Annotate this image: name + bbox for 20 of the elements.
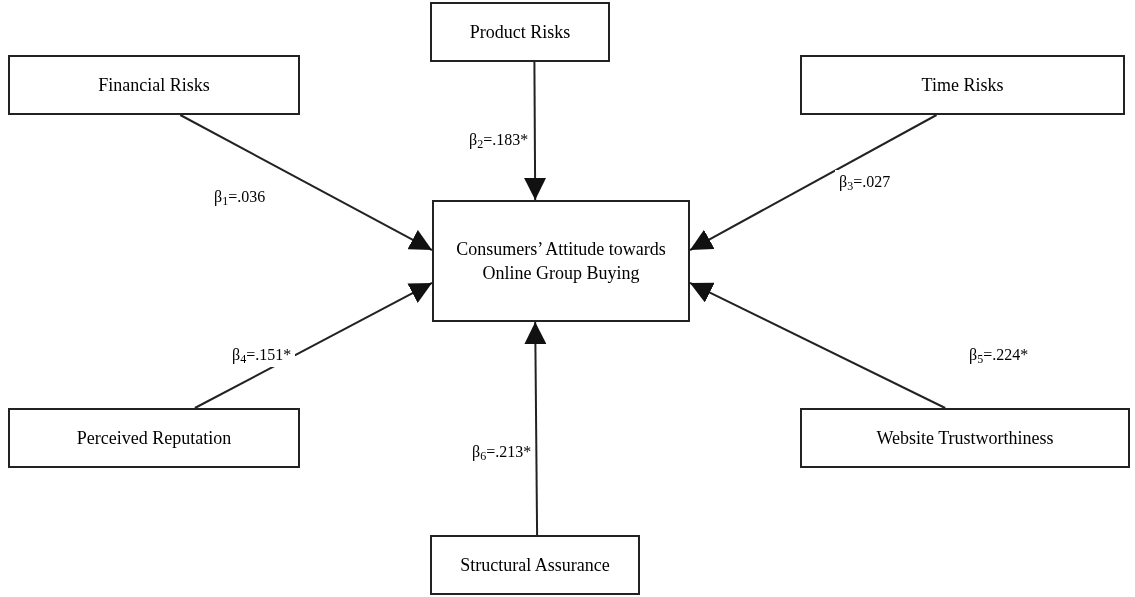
construct-label: Consumers’ Attitude towards Online Group Buying (455, 237, 667, 285)
construct-label: Product Risks (469, 20, 571, 44)
construct-label: Financial Risks (98, 73, 210, 97)
arrow (179, 114, 433, 251)
construct-box (800, 408, 1130, 468)
construct-box (430, 2, 610, 62)
construct-box (8, 55, 300, 115)
arrow (689, 281, 947, 409)
construct-label: Website Trustworthiness (876, 426, 1054, 450)
arrow (689, 114, 938, 251)
construct-label: Structural Assurance (460, 553, 610, 577)
construct-label: Perceived Reputation (76, 426, 232, 450)
construct-label: Time Risks (921, 73, 1004, 97)
construct-box (430, 535, 640, 595)
construct-box (432, 200, 690, 322)
construct-box (800, 55, 1125, 115)
arrow (524, 61, 547, 201)
arrow (524, 321, 547, 536)
construct-box (8, 408, 300, 468)
arrow (193, 281, 433, 409)
